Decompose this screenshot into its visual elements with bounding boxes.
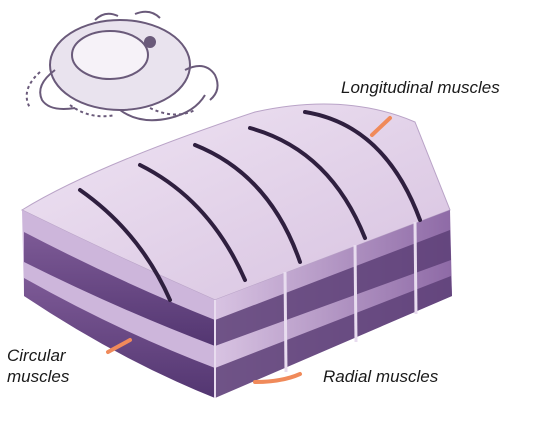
octopus-illustration bbox=[27, 12, 218, 120]
muscle-block bbox=[22, 104, 452, 398]
label-circular-line2: muscles bbox=[7, 366, 69, 387]
label-circular-line1: Circular bbox=[7, 345, 69, 366]
label-radial-muscles: Radial muscles bbox=[323, 366, 438, 387]
label-circular-muscles: Circular muscles bbox=[7, 345, 69, 387]
label-longitudinal-muscles: Longitudinal muscles bbox=[341, 77, 500, 98]
